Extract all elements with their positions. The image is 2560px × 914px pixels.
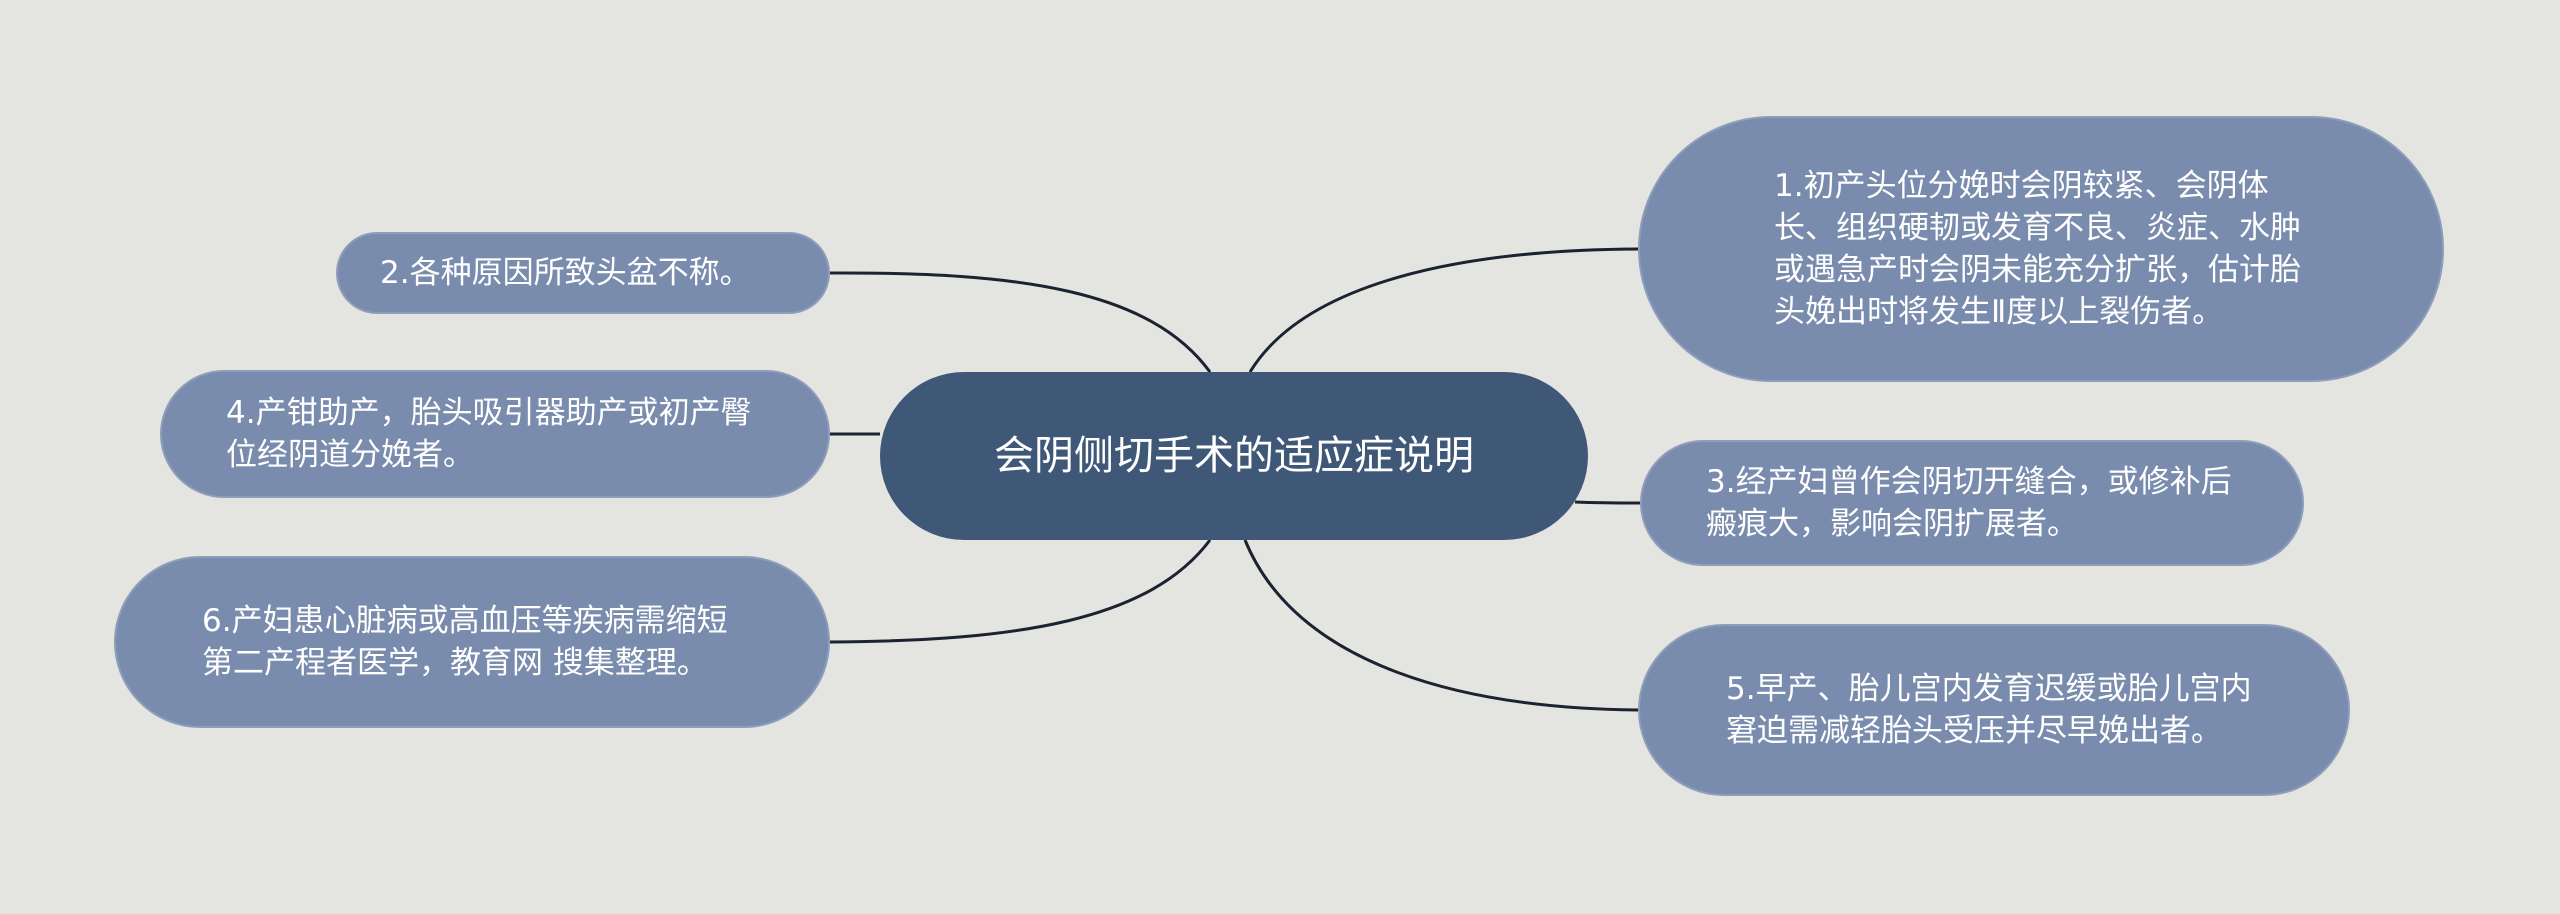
branch-topic-2-text: 2.各种原因所致头盆不称。 <box>380 255 751 291</box>
branch-topic-1-text: 1.初产头位分娩时会阴较紧、会阴体长、组织硬韧或发育不良、炎症、水肿或遇急产时会… <box>1774 168 2301 330</box>
root-topic[interactable]: 会阴侧切手术的适应症说明 <box>880 372 1588 540</box>
branch-topic-5-text: 5.早产、胎儿宫内发育迟缓或胎儿宫内窘迫需减轻胎头受压并尽早娩出者。 <box>1726 671 2252 749</box>
branch-topic-6-text: 6.产妇患心脏病或高血压等疾病需缩短第二产程者医学，教育网 搜集整理。 <box>202 603 728 681</box>
connector-n5 <box>1243 539 1639 712</box>
branch-topic-1[interactable]: 1.初产头位分娩时会阴较紧、会阴体长、组织硬韧或发育不良、炎症、水肿或遇急产时会… <box>1638 116 2444 382</box>
connector-n2 <box>829 271 1212 373</box>
branch-topic-4-text: 4.产钳助产，胎头吸引器助产或初产臀位经阴道分娩者。 <box>226 395 752 473</box>
connector-n3 <box>1574 500 1641 505</box>
branch-topic-5[interactable]: 5.早产、胎儿宫内发育迟缓或胎儿宫内窘迫需减轻胎头受压并尽早娩出者。 <box>1638 624 2350 796</box>
root-topic-text: 会阴侧切手术的适应症说明 <box>994 433 1474 479</box>
branch-topic-6[interactable]: 6.产妇患心脏病或高血压等疾病需缩短第二产程者医学，教育网 搜集整理。 <box>114 556 830 728</box>
connector-n6 <box>829 539 1212 644</box>
branch-topic-3-text: 3.经产妇曾作会阴切开缝合，或修补后瘢痕大，影响会阴扩展者。 <box>1706 464 2232 542</box>
branch-topic-3[interactable]: 3.经产妇曾作会阴切开缝合，或修补后瘢痕大，影响会阴扩展者。 <box>1640 440 2304 566</box>
connector-n1 <box>1248 247 1639 373</box>
branch-topic-2[interactable]: 2.各种原因所致头盆不称。 <box>336 232 830 314</box>
branch-topic-4[interactable]: 4.产钳助产，胎头吸引器助产或初产臀位经阴道分娩者。 <box>160 370 830 498</box>
